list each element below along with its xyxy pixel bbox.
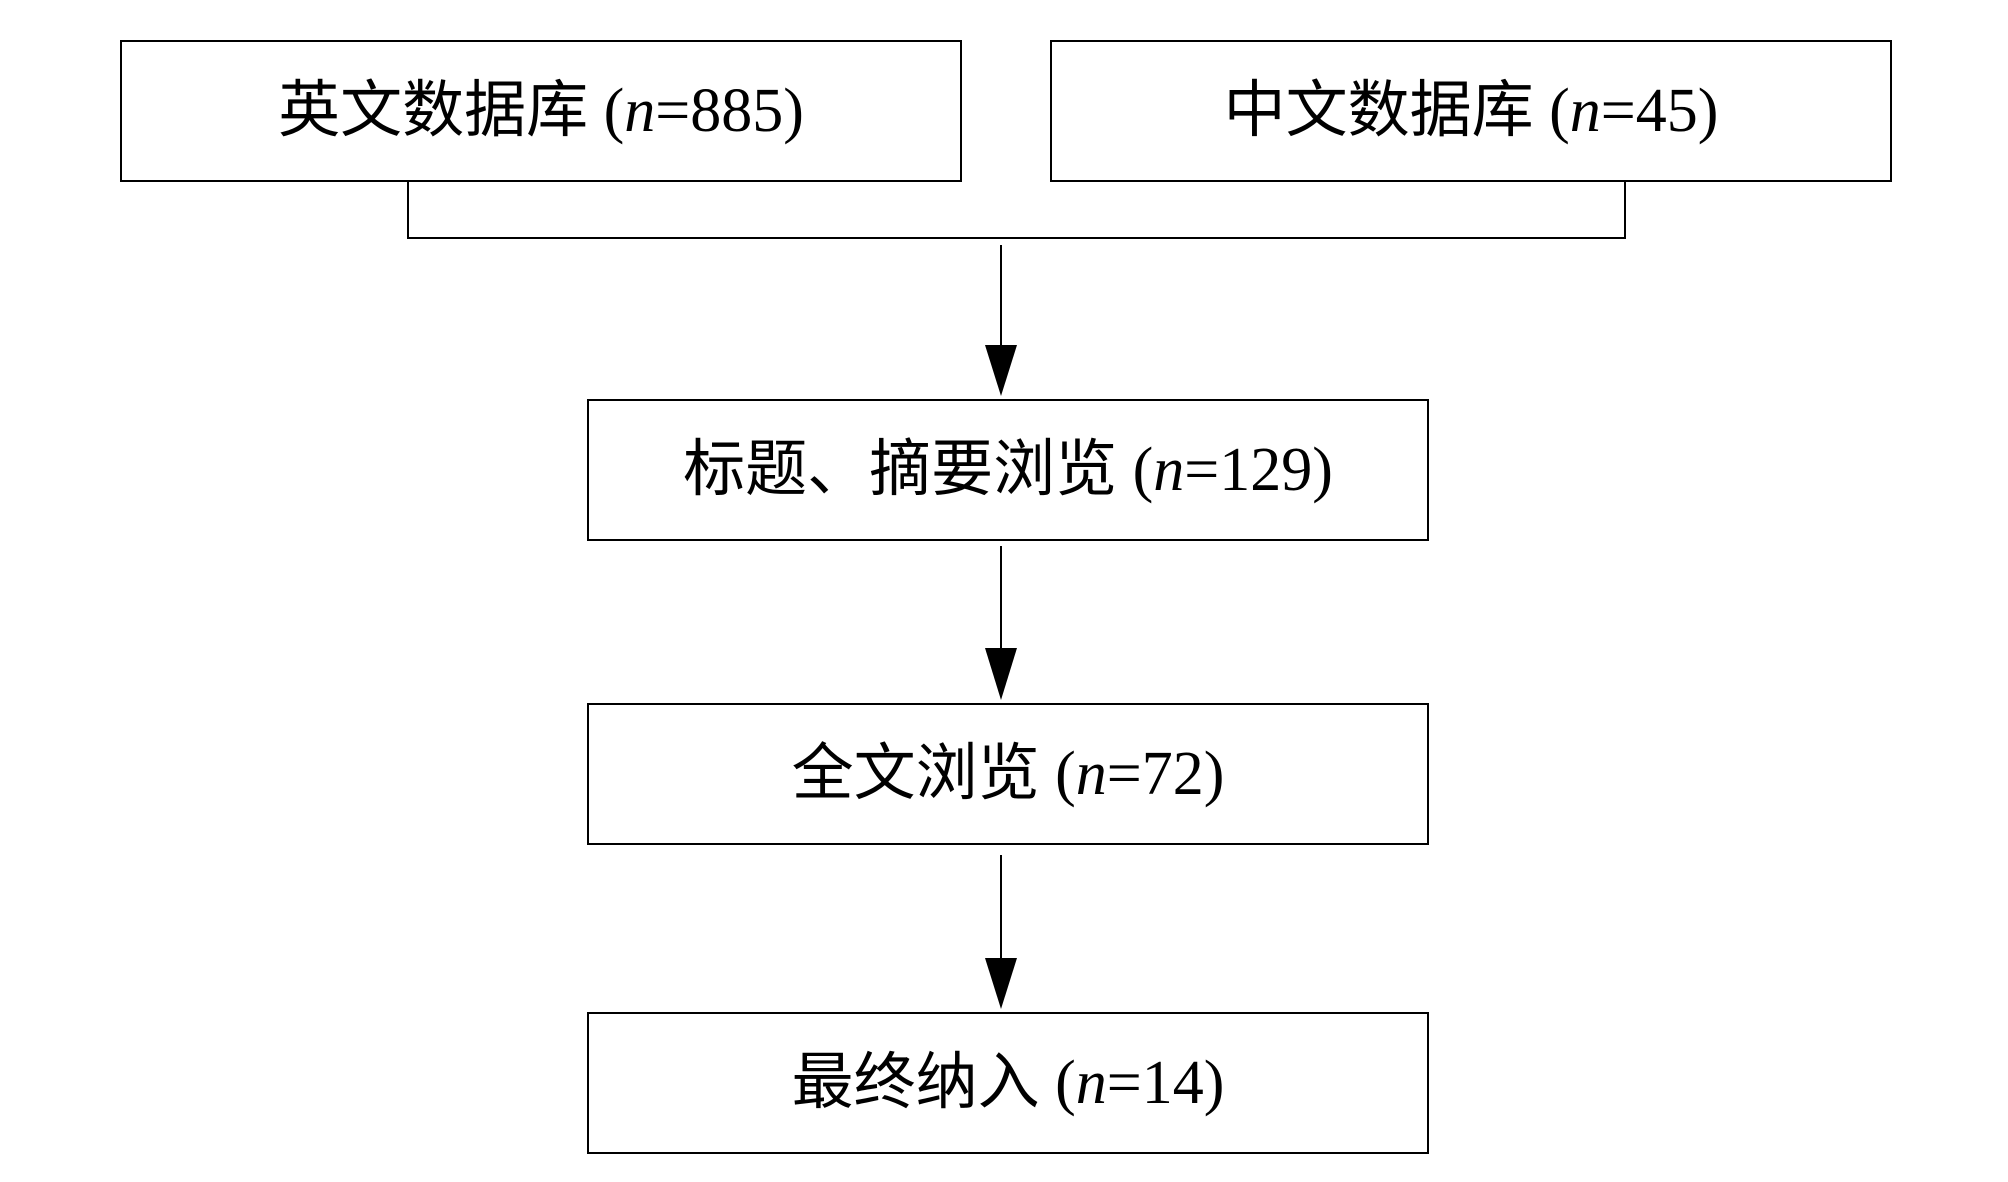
english-database-n-symbol: n: [624, 77, 656, 145]
arrow-merge-to-title-head: [985, 345, 1017, 396]
merge-bracket: [407, 182, 1626, 239]
final-included-box: 最终纳入 (n = 14): [587, 1012, 1429, 1154]
arrow-title-to-fulltext-head: [985, 648, 1017, 700]
title-abstract-count: 129: [1219, 436, 1313, 504]
title-abstract-screening-box: 标题、摘要浏览 (n = 129): [587, 399, 1429, 541]
arrow-fulltext-to-final-head: [985, 958, 1017, 1009]
chinese-database-label: 中文数据库: [1223, 77, 1534, 145]
full-text-screening-box: 全文浏览 (n = 72): [587, 703, 1429, 845]
title-abstract-label: 标题、摘要浏览: [683, 436, 1118, 504]
full-text-count: 72: [1141, 740, 1204, 808]
chinese-database-n-symbol: n: [1569, 77, 1601, 145]
final-included-count: 14: [1141, 1049, 1204, 1117]
full-text-n-symbol: n: [1075, 740, 1107, 808]
title-abstract-n-symbol: n: [1153, 436, 1185, 504]
full-text-label: 全文浏览: [791, 740, 1040, 808]
chinese-database-count: 45: [1635, 77, 1698, 145]
english-database-box: 英文数据库 (n =885): [120, 40, 962, 182]
chinese-database-box: 中文数据库 (n = 45): [1050, 40, 1892, 182]
final-included-label: 最终纳入: [791, 1049, 1040, 1117]
english-database-count: 885: [690, 77, 784, 145]
english-database-label: 英文数据库: [278, 77, 589, 145]
final-included-n-symbol: n: [1075, 1049, 1107, 1117]
